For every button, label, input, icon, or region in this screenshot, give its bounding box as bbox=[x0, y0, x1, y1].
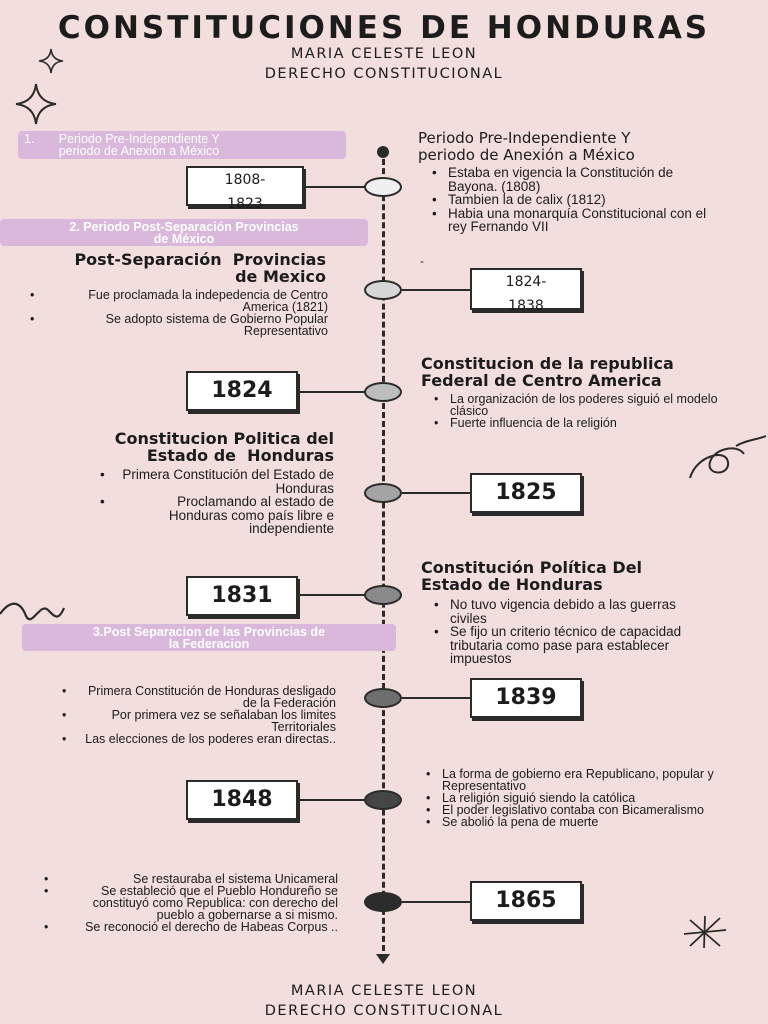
timeline-node bbox=[364, 280, 402, 300]
year-box-1808-1823: 1808- 1823 bbox=[186, 166, 304, 212]
bullet-item: Las elecciones de los poderes eran direc… bbox=[62, 733, 336, 746]
entry-bullets: Primera Constitución de Honduras desliga… bbox=[62, 685, 336, 746]
bullet-item: Se fijo un criterio técnico de capacidad… bbox=[432, 625, 712, 666]
bullet-item: No tuvo vigencia debido a las guerras ci… bbox=[432, 598, 712, 625]
timeline-node bbox=[364, 585, 402, 605]
footer-course-name: DERECHO CONSTITUCIONAL bbox=[264, 1003, 504, 1019]
entry-heading: Post-Separación Provincias de Mexico bbox=[74, 250, 326, 286]
year-box-1824: 1824 bbox=[186, 371, 298, 411]
bullet-item: Primera Constitución del Estado de Hondu… bbox=[100, 468, 334, 495]
page-title: CONSTITUCIONES DE HONDURAS bbox=[57, 10, 711, 46]
bullet-item: La forma de gobierno era Republicano, po… bbox=[424, 768, 750, 793]
timeline-spine bbox=[382, 150, 385, 960]
author-name: MARIA CELESTE LEON bbox=[290, 46, 478, 62]
asterisk-doodle-icon bbox=[683, 915, 727, 949]
node-connector bbox=[402, 492, 472, 494]
swirl-doodle-icon bbox=[689, 435, 767, 479]
entry-bullets: Estaba en vigencia la Constitución de Ba… bbox=[430, 166, 720, 234]
bullet-item: Fuerte influencia de la religión bbox=[432, 417, 732, 430]
node-connector bbox=[305, 186, 365, 188]
timeline-node bbox=[364, 892, 402, 912]
timeline-node bbox=[364, 382, 402, 402]
bullet-item: Se adopto sistema de Gobierno Popular Re… bbox=[30, 313, 328, 338]
node-connector bbox=[300, 594, 365, 596]
entry-bullets: La organización de los poderes siguió el… bbox=[432, 393, 732, 430]
entry-heading: Constitución Política Del Estado de Hond… bbox=[421, 558, 643, 594]
wave-doodle-icon bbox=[0, 602, 66, 621]
entry-bullets: No tuvo vigencia debido a las guerras ci… bbox=[432, 598, 712, 666]
year-box-1831: 1831 bbox=[186, 576, 298, 616]
bullet-item: Se reconoció el derecho de Habeas Corpus… bbox=[44, 921, 338, 934]
year-box-1824-1838: 1824- 1838 bbox=[470, 268, 582, 314]
node-connector bbox=[402, 697, 472, 699]
bullet-item: Por primera vez se señalaban los limites… bbox=[62, 709, 336, 734]
sparkle-large-icon bbox=[15, 83, 57, 125]
entry-heading: Constitucion Politica del Estado de Hond… bbox=[114, 429, 334, 465]
bullet-item: Proclamando al estado de Honduras como p… bbox=[100, 495, 334, 536]
year-box-1825: 1825 bbox=[470, 473, 582, 513]
bullet-item: El poder legislativo contaba con Bicamer… bbox=[424, 804, 750, 817]
node-connector bbox=[402, 289, 472, 291]
sparkle-small-icon bbox=[38, 48, 64, 74]
stray-mark: - bbox=[420, 254, 424, 268]
entry-heading: Constitucion de la republica Federal de … bbox=[421, 354, 674, 390]
timeline-node bbox=[364, 177, 402, 197]
entry-bullets: La forma de gobierno era Republicano, po… bbox=[424, 768, 750, 829]
bullet-item: La organización de los poderes siguió el… bbox=[432, 393, 732, 418]
bullet-item: Estaba en vigencia la Constitución de Ba… bbox=[430, 166, 720, 193]
bullet-item: La religión siguió siendo la católica bbox=[424, 792, 750, 805]
bullet-item: Tambien la de calix (1812) bbox=[430, 193, 720, 207]
bullet-item: Habia una monarquía Constitucional con e… bbox=[430, 206, 720, 234]
year-box-1839: 1839 bbox=[470, 678, 582, 718]
period-pill-3: 3.Post Separacion de las Provincias de l… bbox=[22, 624, 396, 651]
bullet-item: Primera Constitución de Honduras desliga… bbox=[62, 685, 336, 710]
node-connector bbox=[402, 901, 472, 903]
course-name: DERECHO CONSTITUCIONAL bbox=[264, 66, 504, 82]
node-connector bbox=[300, 799, 365, 801]
entry-bullets: Se restauraba el sistema Unicameral Se e… bbox=[44, 873, 338, 934]
timeline-node bbox=[364, 483, 402, 503]
timeline-node bbox=[364, 790, 402, 810]
node-connector bbox=[300, 391, 365, 393]
bullet-item: Fue proclamada la indepedencia de Centro… bbox=[30, 289, 328, 314]
footer-author-name: MARIA CELESTE LEON bbox=[290, 983, 478, 999]
period-pill-2: 2. Periodo Post-Separación Provincias de… bbox=[0, 219, 368, 246]
period-pill-1: 1. Periodo Pre-Independiente Y periodo d… bbox=[18, 131, 346, 159]
year-box-1848: 1848 bbox=[186, 780, 298, 820]
bullet-item: Se restauraba el sistema Unicameral bbox=[44, 873, 338, 886]
year-box-1865: 1865 bbox=[470, 881, 582, 921]
bullet-item: Se abolió la pena de muerte bbox=[424, 816, 750, 829]
bullet-item: Se estableció que el Pueblo Hondureño se… bbox=[44, 885, 338, 922]
timeline-arrow-icon bbox=[376, 954, 390, 964]
entry-bullets: Fue proclamada la indepedencia de Centro… bbox=[30, 289, 328, 338]
entry-heading: Periodo Pre-Independiente Y periodo de A… bbox=[418, 129, 635, 164]
timeline-node bbox=[364, 688, 402, 708]
entry-bullets: Primera Constitución del Estado de Hondu… bbox=[100, 468, 334, 536]
